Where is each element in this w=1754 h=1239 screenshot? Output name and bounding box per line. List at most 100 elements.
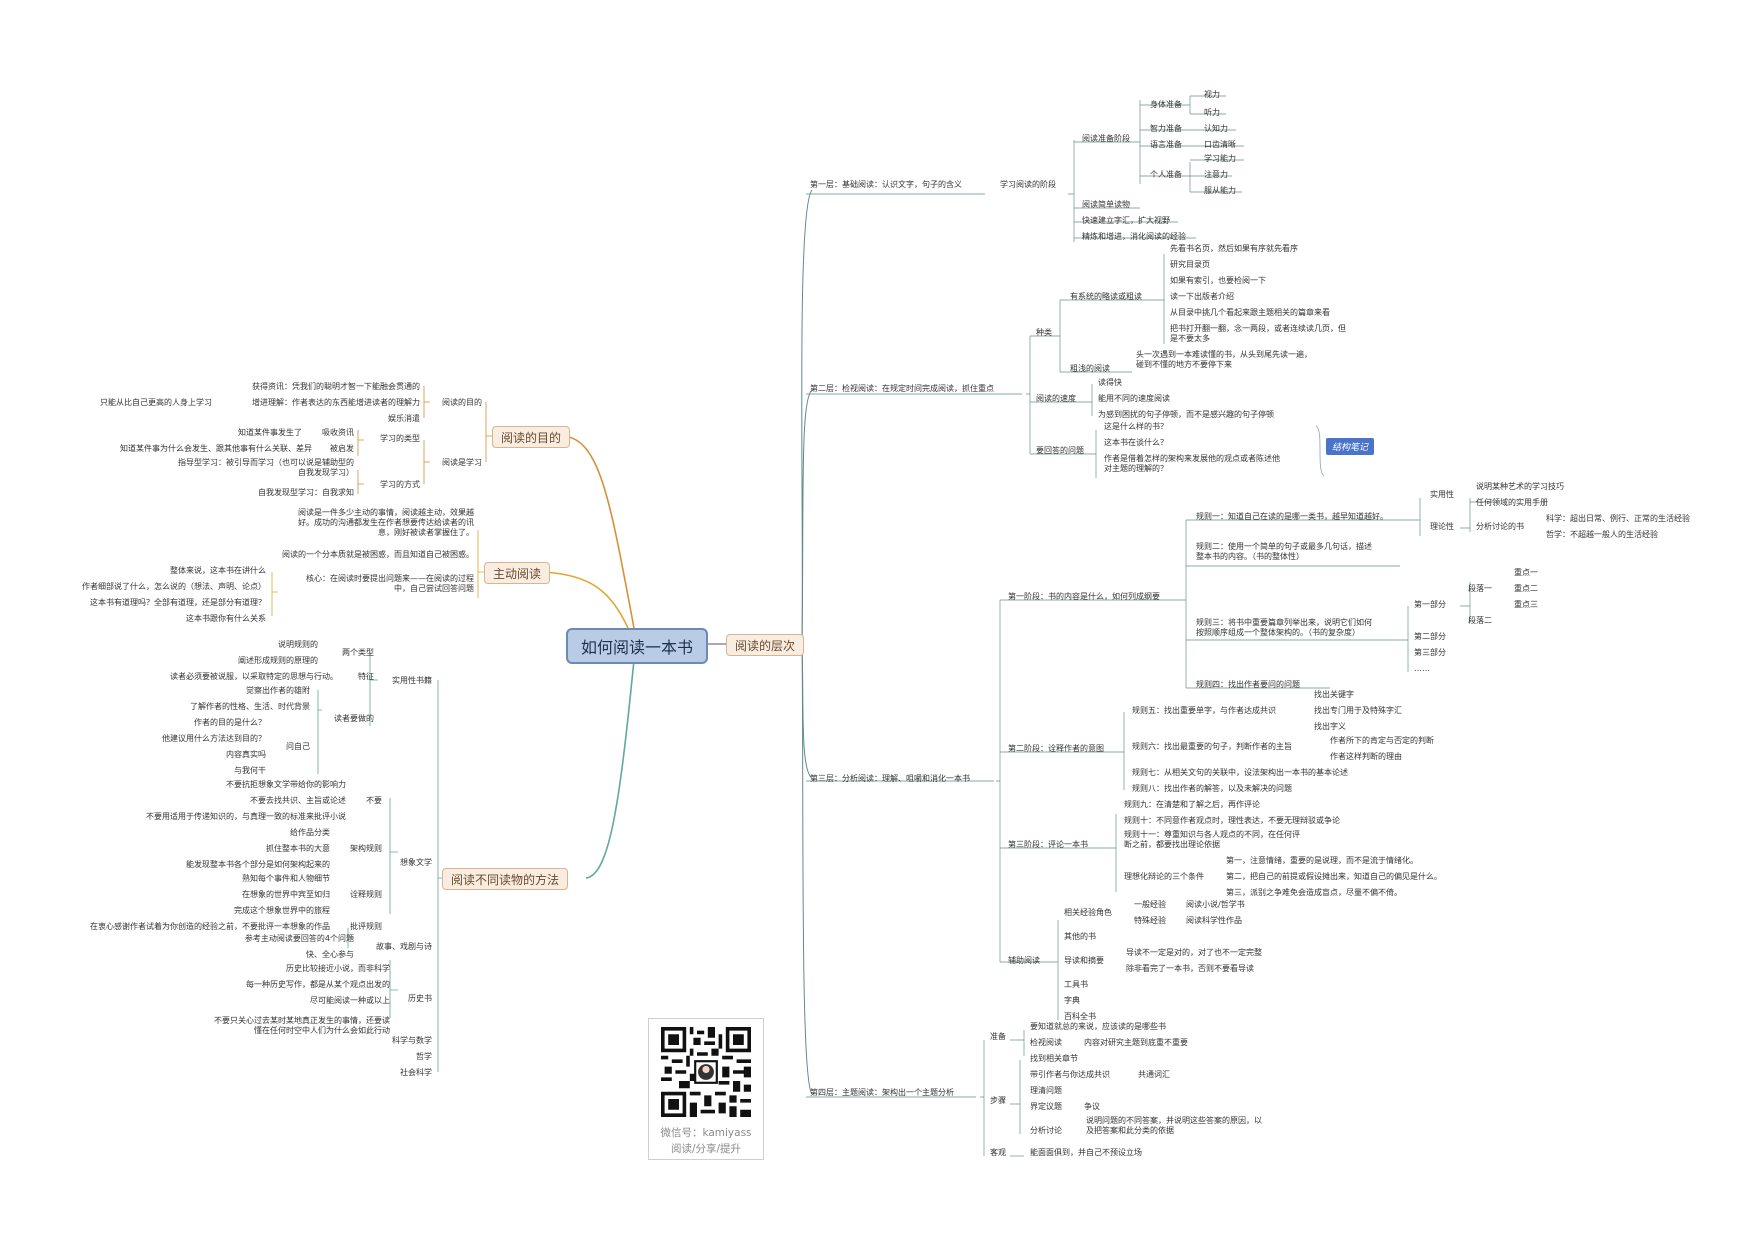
- mindmap-node[interactable]: 工具书: [1064, 980, 1088, 989]
- mindmap-node[interactable]: 被启发: [330, 444, 354, 453]
- mindmap-node[interactable]: 知道某件事发生了: [238, 428, 302, 437]
- mindmap-node[interactable]: 第四层：主题阅读：架构出一个主题分析: [810, 1088, 954, 1097]
- mindmap-node[interactable]: 历史书: [408, 994, 432, 1003]
- mindmap-node[interactable]: 视力: [1204, 90, 1220, 99]
- mindmap-node[interactable]: 找出专门用于及特殊字汇: [1314, 706, 1402, 715]
- mindmap-node[interactable]: 共通词汇: [1138, 1070, 1170, 1079]
- mindmap-node[interactable]: 规则一：知道自己在读的是哪一类书，越早知道越好。: [1196, 512, 1388, 521]
- mindmap-node[interactable]: 阅读的目的: [442, 398, 482, 407]
- mindmap-node[interactable]: 第一层：基础阅读：认识文字，句子的含义: [810, 180, 962, 189]
- mindmap-node[interactable]: 作者的目的是什么？: [194, 718, 266, 727]
- mindmap-node[interactable]: 阐述形成规则的原理的: [238, 656, 318, 665]
- mindmap-node[interactable]: 第三部分: [1414, 648, 1446, 657]
- mindmap-node[interactable]: 分析讨论的书: [1476, 522, 1524, 531]
- mindmap-node[interactable]: 两个类型: [342, 648, 374, 657]
- mindmap-node[interactable]: 导读和摘要: [1064, 956, 1104, 965]
- mindmap-node[interactable]: 社会科学: [400, 1068, 432, 1077]
- mindmap-node[interactable]: 读得快: [1098, 378, 1122, 387]
- mindmap-node[interactable]: 哲学: [416, 1052, 432, 1061]
- mindmap-node[interactable]: 能面面俱到，并自己不预设立场: [1030, 1148, 1142, 1157]
- mindmap-node[interactable]: 头一次遇到一本难读懂的书，从头到尾先读一遍， 碰到不懂的地方不要停下来: [1136, 350, 1312, 369]
- mindmap-node[interactable]: 在想象的世界中宾至如归: [242, 890, 330, 899]
- mindmap-node[interactable]: 学习能力: [1204, 154, 1236, 163]
- mindmap-node[interactable]: 带引作者与你达成共识: [1030, 1070, 1110, 1079]
- mindmap-node[interactable]: 与我何干: [234, 766, 266, 775]
- mindmap-node[interactable]: 有系统的略读或粗读: [1070, 292, 1142, 301]
- mindmap-node[interactable]: 口齿清晰: [1204, 140, 1236, 149]
- mindmap-node[interactable]: 作者细部说了什么，怎么说的（想法、声明、论点）: [82, 582, 266, 591]
- mindmap-node[interactable]: 准备: [990, 1032, 1006, 1041]
- mindmap-node[interactable]: 规则四：找出作者要问的问题: [1196, 680, 1300, 689]
- mindmap-node[interactable]: 吸收资讯: [322, 428, 354, 437]
- mindmap-node[interactable]: 规则三：将书中重要篇章列举出来，说明它们如何 按照顺序组成一个整体架构的。（书的…: [1196, 618, 1372, 637]
- mindmap-node[interactable]: 研究目录页: [1170, 260, 1210, 269]
- mindmap-node[interactable]: 理清问题: [1030, 1086, 1062, 1095]
- mindmap-node[interactable]: 获得资讯：凭我们的聪明才智一下能融会贯通的: [252, 382, 420, 391]
- mindmap-node[interactable]: 故事、戏剧与诗: [376, 942, 432, 951]
- mindmap-node[interactable]: 这本书跟你有什么关系: [186, 614, 266, 623]
- mindmap-node[interactable]: 百科全书: [1064, 1012, 1096, 1021]
- mindmap-node[interactable]: 阅读的速度: [1036, 394, 1076, 403]
- mindmap-node[interactable]: 理想化辩论的三个条件: [1124, 872, 1204, 881]
- mindmap-node[interactable]: 注意力: [1204, 170, 1228, 179]
- mindmap-node[interactable]: 实用性书籍: [392, 676, 432, 685]
- mindmap-node[interactable]: 第二部分: [1414, 632, 1446, 641]
- mindmap-node[interactable]: 检视阅读: [1030, 1038, 1062, 1047]
- mindmap-node[interactable]: 内容真实吗: [226, 750, 266, 759]
- mindmap-node[interactable]: 批评规则: [350, 922, 382, 931]
- mindmap-node[interactable]: 规则二：使用一个简单的句子或最多几句话，描述 整本书的内容。（书的整体性）: [1196, 542, 1372, 561]
- mindmap-node[interactable]: 不要抗拒想象文学带给你的影响力: [226, 780, 346, 789]
- mindmap-node[interactable]: 参考主动阅读要回答的4个问题: [244, 934, 354, 943]
- mindmap-node[interactable]: 阅读的一个分本质就是被困惑，而且知道自己被困惑。: [282, 550, 474, 559]
- mindmap-node[interactable]: 段落二: [1468, 616, 1492, 625]
- mindmap-node[interactable]: 第二，把自己的前提或假设摊出来，知道自己的偏见是什么。: [1226, 872, 1442, 881]
- mindmap-node[interactable]: 抓住整本书的大意: [266, 844, 330, 853]
- mindmap-node[interactable]: 从目录中挑几个看起来跟主题相关的篇章来看: [1170, 308, 1330, 317]
- mindmap-node[interactable]: 学习的方式: [380, 480, 420, 489]
- mindmap-node[interactable]: 诠释规则: [350, 890, 382, 899]
- mindmap-node[interactable]: 规则八：找出作者的解答，以及未解决的问题: [1132, 784, 1292, 793]
- mindmap-node[interactable]: 科学与数学: [392, 1036, 432, 1045]
- mindmap-node[interactable]: 整体来说，这本书在讲什么: [170, 566, 266, 575]
- mindmap-node[interactable]: 第三阶段：评论一本书: [1008, 840, 1088, 849]
- mindmap-node[interactable]: 重点一: [1514, 568, 1538, 577]
- mindmap-node[interactable]: 规则六：找出最重要的句子，判断作者的主旨: [1132, 742, 1292, 751]
- mindmap-node[interactable]: 历史比较接近小说，而非科学: [286, 964, 390, 973]
- mindmap-node[interactable]: 辅助阅读: [1008, 956, 1040, 965]
- mindmap-node[interactable]: 字典: [1064, 996, 1080, 1005]
- mindmap-node[interactable]: 读者要做的: [334, 714, 374, 723]
- mindmap-node[interactable]: 分析讨论: [1030, 1126, 1062, 1135]
- mindmap-node[interactable]: 尽可能阅读一种或以上: [310, 996, 390, 1005]
- mindmap-node[interactable]: 听力: [1204, 108, 1220, 117]
- mindmap-node[interactable]: 只能从比自己更高的人身上学习: [100, 398, 212, 407]
- mindmap-node[interactable]: 这本书在谈什么？: [1104, 438, 1168, 447]
- mindmap-node[interactable]: 读一下出版者介绍: [1170, 292, 1234, 301]
- mindmap-node[interactable]: 如果有索引，也要检阅一下: [1170, 276, 1266, 285]
- mindmap-node[interactable]: 快、全心参与: [306, 950, 354, 959]
- mindmap-node[interactable]: 学习的类型: [380, 434, 420, 443]
- mindmap-node[interactable]: 第三，派别之争难免会造成盲点，尽量不偏不倚。: [1226, 888, 1402, 897]
- mindmap-node[interactable]: 觉察出作者的雄附: [246, 686, 310, 695]
- mindmap-node[interactable]: 除非看完了一本书，否则不要看导读: [1126, 964, 1254, 973]
- mindmap-node[interactable]: 阅读准备阶段: [1082, 134, 1130, 143]
- mindmap-node[interactable]: 找到相关章节: [1030, 1054, 1078, 1063]
- mindmap-node[interactable]: 特殊经验: [1134, 916, 1166, 925]
- mindmap-node[interactable]: 核心：在阅读时要提出问题来——在阅读的过程 中，自己尝试回答问题: [306, 574, 474, 593]
- mindmap-node[interactable]: 他建议用什么方法达到目的？: [162, 734, 266, 743]
- mindmap-node[interactable]: 不要只关心过去某时某地真正发生的事情，还要读 懂在任何时空中人们为什么会如此行动: [214, 1016, 390, 1035]
- mindmap-node[interactable]: 段落一: [1468, 584, 1492, 593]
- mindmap-node[interactable]: 智力准备: [1150, 124, 1182, 133]
- mindmap-node[interactable]: 一般经验: [1134, 900, 1166, 909]
- mindmap-node[interactable]: 说明某种艺术的学习技巧: [1476, 482, 1564, 491]
- mindmap-node[interactable]: 任何领域的实用手册: [1476, 498, 1548, 507]
- mindmap-node[interactable]: 作者所下的肯定与否定的判断: [1330, 736, 1434, 745]
- mindmap-node[interactable]: 相关经验角色: [1064, 908, 1112, 917]
- mindmap-node[interactable]: 知道某件事为什么会发生、跟其他事有什么关联、差异: [120, 444, 312, 453]
- mindmap-node[interactable]: 第一阶段：书的内容是什么，如何列成纲要: [1008, 592, 1160, 601]
- mindmap-node[interactable]: 第三层：分析阅读：理解、咀嚼和消化一本书: [810, 774, 970, 783]
- mindmap-node[interactable]: 步骤: [990, 1096, 1006, 1105]
- branch-reading-methods[interactable]: 阅读不同读物的方法: [442, 868, 569, 890]
- mindmap-node[interactable]: 客观: [990, 1148, 1006, 1157]
- mindmap-node[interactable]: 把书打开翻一翻，念一两段，或者连续读几页，但 是不要太多: [1170, 324, 1346, 343]
- mindmap-node[interactable]: 理论性: [1430, 522, 1454, 531]
